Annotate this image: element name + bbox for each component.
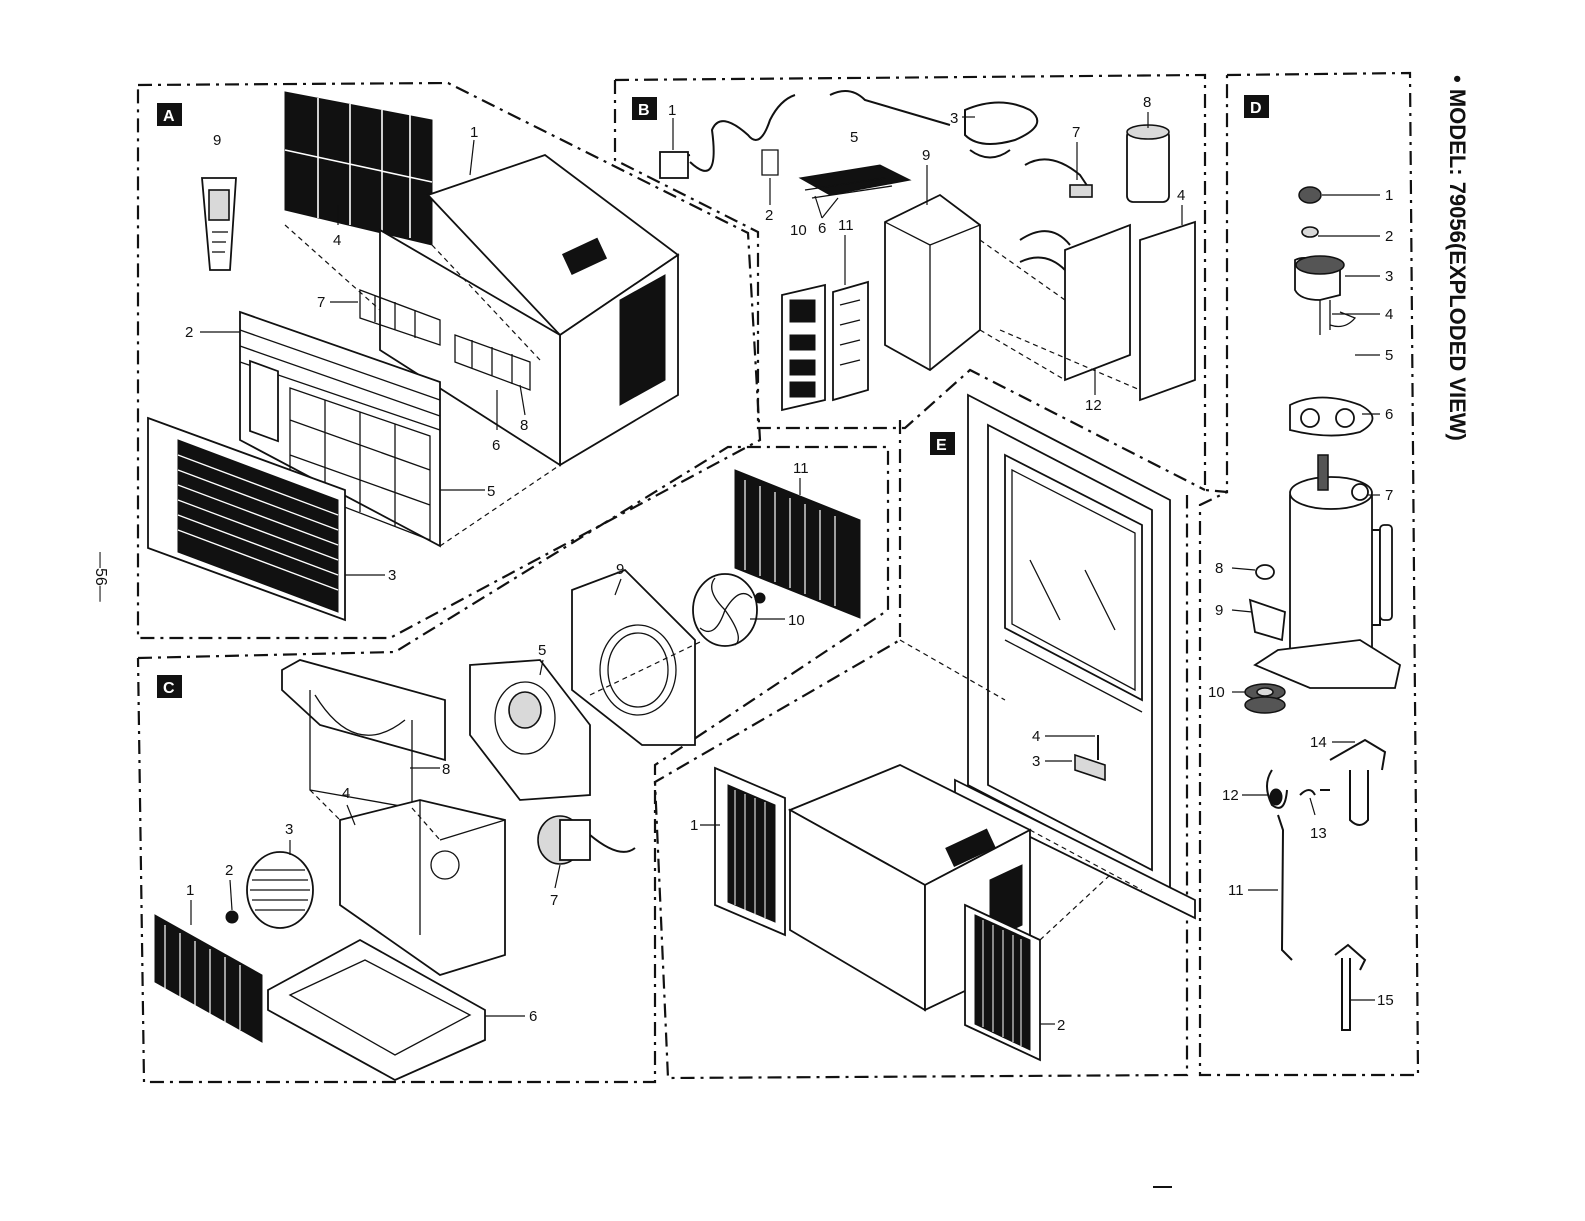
callout-e-1: 1 (690, 817, 698, 834)
callout-a-4: 4 (333, 232, 341, 249)
pipe-parts-drawing (1267, 740, 1385, 1030)
callout-b-7: 7 (1072, 124, 1080, 141)
callout-d-1: 1 (1385, 187, 1393, 204)
callout-a-3: 3 (388, 567, 396, 584)
callout-b-11: 11 (838, 217, 854, 234)
compressor-assembly-drawing (1245, 187, 1400, 713)
callout-e-2: 2 (1057, 1017, 1065, 1034)
callout-c-8: 8 (442, 761, 450, 778)
callout-a-5: 5 (487, 483, 495, 500)
blower-wheel-3-drawing (226, 852, 313, 928)
callout-b-8: 8 (1143, 94, 1151, 111)
callout-e-3: 3 (1032, 753, 1040, 770)
callout-c-11: 11 (793, 460, 809, 477)
callout-d-15: 15 (1377, 992, 1394, 1009)
motor-7-drawing (538, 816, 635, 864)
clamp-drawing (762, 150, 778, 175)
callout-b-4: 4 (1177, 187, 1185, 204)
callout-c-1: 1 (186, 882, 194, 899)
svg-text:D: D (1250, 100, 1262, 117)
fan-blade-10-drawing (693, 574, 765, 646)
control-box-9-drawing (885, 195, 980, 370)
section-label-e: E (930, 432, 955, 455)
section-label-d: D (1244, 95, 1269, 118)
svg-text:A: A (163, 108, 175, 125)
section-b-parts: 1 2 3 4 5 6 7 8 9 10 11 12 (660, 91, 1195, 414)
svg-text:B: B (638, 102, 650, 119)
control-panel-10-drawing (782, 285, 825, 410)
scroll-housing-8-drawing (282, 660, 445, 808)
callout-d-5: 5 (1385, 347, 1393, 364)
callout-c-2: 2 (225, 862, 233, 879)
callout-a-6: 6 (492, 437, 500, 454)
callout-b-10: 10 (790, 222, 807, 239)
svg-text:E: E (936, 437, 947, 454)
callout-c-5: 5 (538, 642, 546, 659)
remote-control-drawing (202, 178, 236, 270)
section-label-a: A (157, 103, 182, 126)
callout-c-7: 7 (550, 892, 558, 909)
callout-b-3: 3 (950, 110, 958, 127)
callout-c-4: 4 (342, 785, 350, 802)
callout-e-4: 4 (1032, 728, 1040, 745)
callout-d-6: 6 (1385, 406, 1393, 423)
callout-a-7: 7 (317, 294, 325, 311)
callout-b-1: 1 (668, 102, 676, 119)
pcb-panel-12-drawing (1020, 222, 1195, 400)
callout-d-2: 2 (1385, 228, 1393, 245)
section-label-b: B (632, 97, 657, 120)
thermistor-drawing (830, 91, 950, 125)
section-a-parts: 1 2 3 4 5 6 7 8 9 (148, 92, 678, 620)
callout-c-10: 10 (788, 612, 805, 629)
callout-d-14: 14 (1310, 734, 1327, 751)
side-curtain-1-drawing (715, 768, 785, 935)
callout-d-9: 9 (1215, 602, 1223, 619)
callout-c-9: 9 (616, 561, 624, 578)
callout-b-12: 12 (1085, 397, 1102, 414)
model-title: • MODEL: 79056(EXPLODED VIEW) (1445, 75, 1470, 441)
capacitor-drawing (1127, 125, 1169, 202)
callout-b-5: 5 (850, 129, 858, 146)
harness-3-drawing (965, 103, 1037, 158)
section-label-c: C (157, 675, 182, 698)
svg-text:C: C (163, 680, 175, 697)
pcb-11-drawing (833, 282, 868, 400)
callout-d-8: 8 (1215, 560, 1223, 577)
callout-b-2: 2 (765, 207, 773, 224)
callout-d-3: 3 (1385, 268, 1393, 285)
callout-c-3: 3 (285, 821, 293, 838)
wire-harness-6-drawing (800, 165, 910, 198)
callout-a-9: 9 (213, 132, 221, 149)
section-d-parts: 1 2 3 4 5 6 7 8 9 10 11 12 13 1 (1208, 187, 1400, 1030)
callout-d-13: 13 (1310, 825, 1327, 842)
callout-b-9: 9 (922, 147, 930, 164)
callout-a-8: 8 (520, 417, 528, 434)
evaporator-coil-1-drawing (155, 915, 262, 1042)
callout-d-12: 12 (1222, 787, 1239, 804)
callout-d-10: 10 (1208, 684, 1225, 701)
page-number: —56— (92, 552, 109, 602)
callout-a-2: 2 (185, 324, 193, 341)
connector-7-drawing (1025, 159, 1092, 197)
callout-d-7: 7 (1385, 487, 1393, 504)
shroud-9-drawing (572, 570, 695, 745)
filter-drawing (285, 92, 432, 245)
callout-b-6: 6 (818, 220, 826, 237)
callout-a-1: 1 (470, 124, 478, 141)
callout-d-11: 11 (1228, 882, 1244, 899)
callout-d-4: 4 (1385, 306, 1393, 323)
callout-c-6: 6 (529, 1008, 537, 1025)
